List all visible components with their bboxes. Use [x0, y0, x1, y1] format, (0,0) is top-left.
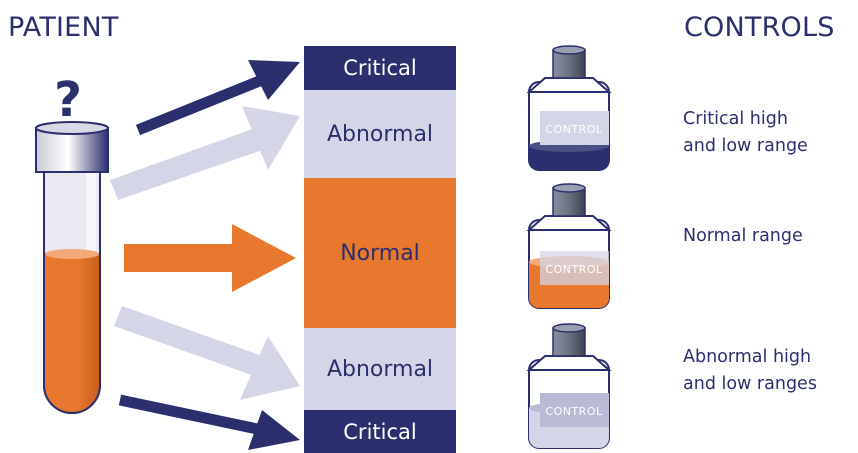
control-bottle-normal: [526, 183, 612, 309]
control-description-critical: Critical high and low range: [683, 106, 808, 160]
control-description-line: and low range: [683, 136, 808, 156]
control-label-2: CONTROL: [545, 263, 603, 276]
patient-heading: PATIENT: [8, 12, 119, 43]
range-critical-high: Critical: [304, 46, 456, 90]
tube-cap-top: [35, 121, 109, 135]
control-bottle-abnormal: [526, 323, 612, 449]
control-bottle-critical: [526, 45, 612, 171]
control-description-normal: Normal range: [683, 223, 803, 250]
tube-liquid: [43, 253, 101, 414]
controls-heading: CONTROLS: [684, 12, 835, 43]
control-description-line: Normal range: [683, 226, 803, 246]
arrow-to-critical-high: [135, 60, 300, 136]
control-description-line: Critical high: [683, 109, 788, 129]
range-abnormal-low: Abnormal: [304, 328, 456, 410]
arrow-to-critical-low: [118, 394, 300, 450]
control-label-3: CONTROL: [545, 405, 603, 418]
range-critical-low: Critical: [304, 410, 456, 453]
control-description-line: Abnormal high: [683, 347, 812, 367]
arrow-to-abnormal-low: [114, 306, 300, 400]
tube-cap: [35, 127, 109, 173]
tube-liquid-surface: [45, 249, 99, 259]
range-normal: Normal: [304, 178, 456, 328]
question-mark: ?: [54, 72, 82, 128]
arrow-to-normal: [124, 224, 296, 292]
test-tube: [35, 121, 109, 414]
range-abnormal-high: Abnormal: [304, 90, 456, 178]
control-description-abnormal: Abnormal high and low ranges: [683, 344, 817, 398]
control-label-1: CONTROL: [545, 123, 603, 136]
arrow-to-abnormal-high: [110, 106, 300, 200]
control-description-line: and low ranges: [683, 374, 817, 394]
